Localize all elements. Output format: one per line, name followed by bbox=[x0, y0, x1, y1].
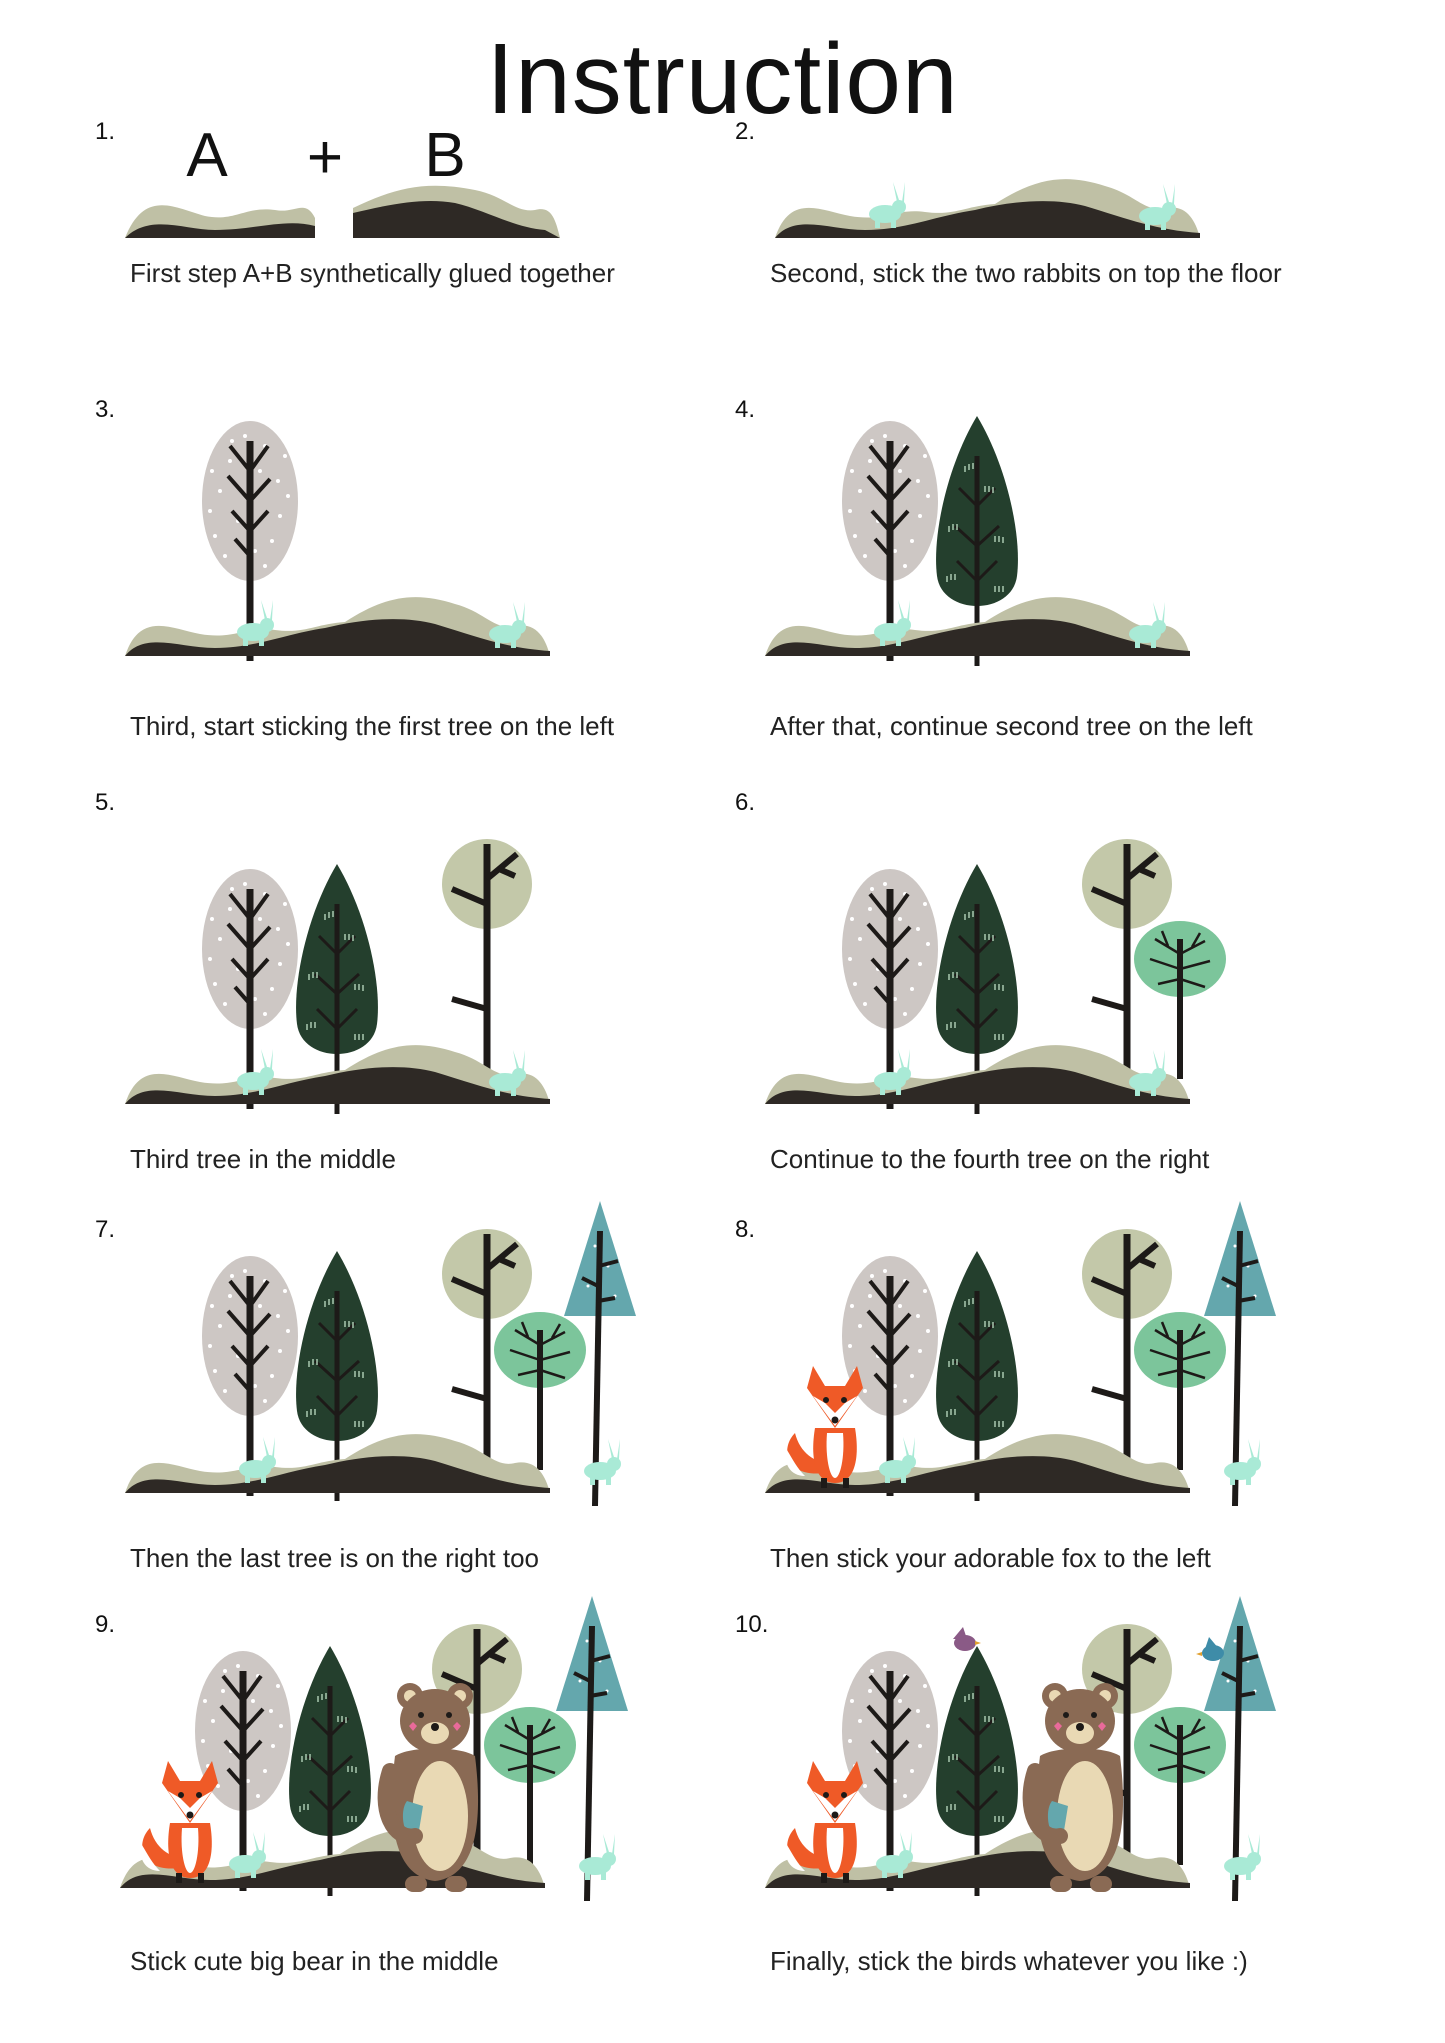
step-3-illustration bbox=[125, 396, 550, 776]
step-1-illustration: A + B bbox=[125, 121, 560, 238]
step-caption: Third, start sticking the first tree on … bbox=[130, 711, 615, 741]
step-7: 7. Then the last tree is on the right to… bbox=[95, 1216, 795, 1616]
step-caption: Then stick your adorable fox to the left bbox=[770, 1543, 1211, 1573]
label-b: B bbox=[424, 121, 465, 190]
step-number: 2. bbox=[735, 118, 756, 145]
step-caption: Stick cute big bear in the middle bbox=[130, 1946, 499, 1976]
step-4-illustration bbox=[765, 396, 1190, 776]
step-9: 9. Stick cute big bear in the middle bbox=[95, 1611, 795, 2011]
step-number: 1. bbox=[95, 118, 116, 145]
step-8: 8. Then stick your adorable fox to the l… bbox=[735, 1216, 1435, 1616]
tree-sage bbox=[442, 839, 532, 1084]
step-number: 5. bbox=[95, 789, 116, 816]
step-number: 7. bbox=[95, 1216, 116, 1243]
tree-grey bbox=[202, 1256, 298, 1496]
bird-purple-icon bbox=[953, 1627, 981, 1651]
rabbit bbox=[1224, 1439, 1261, 1485]
step-caption: After that, continue second tree on the … bbox=[770, 711, 1253, 741]
step-number: 8. bbox=[735, 1216, 756, 1243]
step-4: 4. After that, continue second tree on t… bbox=[735, 396, 1435, 796]
rabbit bbox=[1224, 1834, 1261, 1880]
step-caption: Continue to the fourth tree on the right bbox=[770, 1144, 1210, 1174]
fox bbox=[785, 1761, 863, 1883]
step-3: 3. Third, start sticking the first tree … bbox=[95, 396, 795, 796]
step-number: 3. bbox=[95, 396, 116, 423]
step-caption: Third tree in the middle bbox=[130, 1144, 396, 1174]
step-8-illustration bbox=[765, 1216, 1435, 1596]
step-number: 9. bbox=[95, 1611, 116, 1638]
step-9-illustration bbox=[120, 1611, 795, 1991]
page-title: Instruction bbox=[486, 23, 959, 135]
step-6: 6. Continue to the fourth tree on the ri… bbox=[735, 789, 1435, 1189]
tree-mint bbox=[1134, 1312, 1226, 1470]
step-5: 5. Third tree in the middle bbox=[95, 789, 795, 1189]
step-number: 4. bbox=[735, 396, 756, 423]
step-10-illustration bbox=[765, 1611, 1435, 1991]
step-6-illustration bbox=[765, 789, 1435, 1169]
step-caption: Second, stick the two rabbits on top the… bbox=[770, 258, 1282, 288]
tree-mint bbox=[494, 1312, 586, 1470]
tree-mint bbox=[484, 1707, 576, 1865]
step-caption: Finally, stick the birds whatever you li… bbox=[770, 1946, 1248, 1976]
step-1: 1. A + B First step A+B synthetically gl… bbox=[95, 118, 795, 518]
step-10: 10. Finally, stick the birds whatever yo… bbox=[735, 1611, 1435, 2011]
ground-piece-a bbox=[125, 205, 315, 238]
label-plus: + bbox=[307, 123, 343, 192]
fox bbox=[785, 1366, 863, 1488]
step-number: 10. bbox=[735, 1611, 769, 1638]
step-7-illustration bbox=[125, 1216, 795, 1596]
tree-mint bbox=[1134, 1707, 1226, 1865]
step-caption: Then the last tree is on the right too bbox=[130, 1543, 540, 1573]
rabbit bbox=[584, 1439, 621, 1485]
step-2: 2. Second, stick the two rabbits on top … bbox=[735, 118, 1435, 518]
label-a: A bbox=[186, 121, 228, 190]
fox bbox=[140, 1761, 218, 1883]
ground-piece-b bbox=[353, 185, 560, 238]
tree-mint bbox=[1134, 921, 1226, 1079]
step-2-illustration bbox=[775, 179, 1200, 238]
step-5-illustration bbox=[125, 789, 550, 1169]
step-number: 6. bbox=[735, 789, 756, 816]
bird-blue-icon bbox=[1196, 1637, 1224, 1661]
step-caption: First step A+B synthetically glued toget… bbox=[130, 258, 615, 288]
